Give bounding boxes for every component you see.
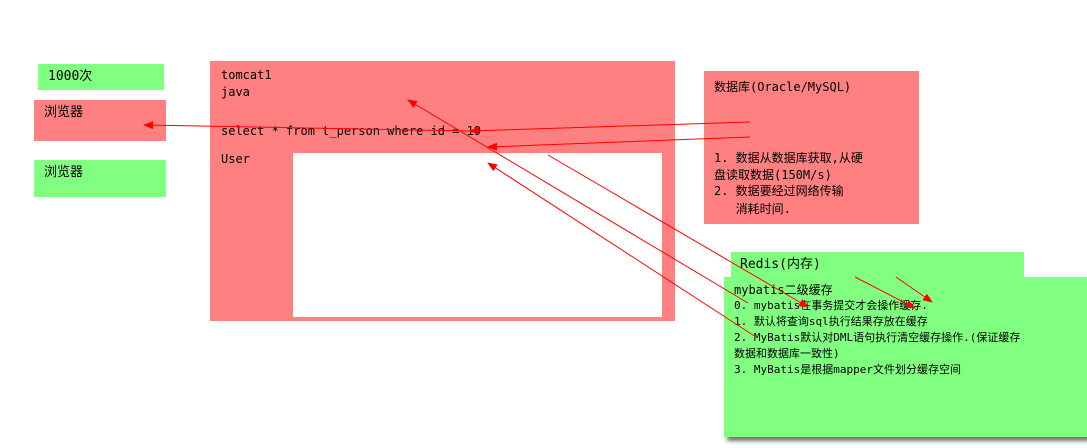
browser-box-1: 浏览器: [34, 100, 166, 141]
mybatis-title: mybatis二级缓存: [734, 283, 833, 297]
tomcat-title: tomcat1: [221, 68, 272, 82]
database-note-2: 2. 数据要经过网络传输: [714, 184, 844, 198]
database-note-1b: 盘读取数据(150M/s): [714, 168, 832, 182]
tomcat-box: tomcat1 java select * from t_person wher…: [210, 61, 675, 321]
mybatis-cache-box: mybatis二级缓存 0. mybatis在事务提交才会操作缓存. 1. 默认…: [724, 277, 1087, 437]
database-box: 数据库(Oracle/MySQL) 1. 数据从数据库获取,从硬 盘读取数据(1…: [704, 71, 919, 224]
database-title: 数据库(Oracle/MySQL): [714, 80, 852, 94]
database-note-2b: 消耗时间.: [714, 202, 791, 216]
redis-title: Redis(内存): [740, 257, 821, 272]
database-note-1: 1. 数据从数据库获取,从硬: [714, 151, 863, 165]
mybatis-line-3: 3. MyBatis是根据mapper文件划分缓存空间: [734, 363, 961, 376]
counter-label: 1000次: [48, 69, 93, 84]
browser-box-2: 浏览器: [34, 160, 166, 197]
browser-label-2: 浏览器: [44, 165, 84, 180]
sql-query: select * from t_person where id = 19: [221, 124, 482, 138]
redis-box: Redis(内存): [731, 252, 1024, 279]
browser-label-1: 浏览器: [44, 105, 84, 120]
tomcat-java: java: [221, 85, 250, 99]
mybatis-line-1: 1. 默认将查询sql执行结果存放在缓存: [734, 315, 928, 328]
mybatis-line-2b: 数据和数据库一致性): [734, 347, 840, 360]
counter-box: 1000次: [38, 64, 164, 90]
user-object-panel: [293, 153, 662, 317]
mybatis-line-0: 0. mybatis在事务提交才会操作缓存.: [734, 299, 928, 312]
mybatis-line-2: 2. MyBatis默认对DML语句执行清空缓存操作.(保证缓存: [734, 331, 1021, 344]
user-label: User: [221, 152, 250, 166]
